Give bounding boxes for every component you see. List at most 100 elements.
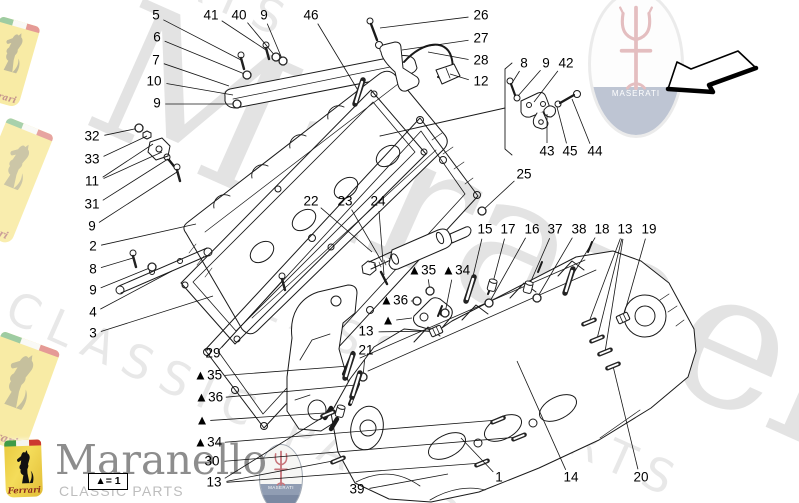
leader-line [622,238,646,319]
leader-line [166,83,234,96]
leader-line [516,360,567,470]
prancing-horse-icon [3,33,23,74]
part-glyph [511,432,527,442]
callout-label: 9 [542,56,550,71]
part-glyph [334,404,346,418]
callout-label: 11 [85,174,99,189]
part-glyph [412,296,422,306]
leader-line [103,135,148,157]
callout-label: 14 [563,470,579,485]
part-glyph [597,347,613,357]
callout-label: 9 [88,219,96,234]
callout-label: 9 [89,283,97,298]
part-glyph [605,361,621,371]
prancing-horse-icon [16,450,33,484]
trident-icon [619,5,653,90]
leader-line [488,237,526,304]
callout-label: 23 [337,194,352,209]
leader-line [556,106,567,144]
part-glyph [486,278,498,292]
callout-label: 46 [303,8,318,23]
callout-label: ▲35 [194,368,222,383]
part-glyph [320,409,336,419]
leader-line [100,295,214,332]
leader-line [221,280,283,348]
leader-line [527,237,551,289]
leader-line [378,210,385,276]
leader-line [100,257,134,268]
part-glyph [440,308,450,318]
leader-line [266,23,284,62]
callout-label: 45 [562,144,577,159]
badge-blue-band: MASERATI [591,86,681,135]
part-glyph [342,351,356,381]
leader-line [511,70,520,84]
callout-label: 4 [89,305,97,320]
callout-label: 32 [84,129,99,144]
maserati-text: MASERATI [268,484,294,490]
part-glyph [463,274,477,304]
leader-line [164,40,248,76]
part-glyph [352,77,366,107]
callout-label: 12 [473,74,488,89]
leader-line [369,473,449,489]
callout-label: 18 [594,222,609,237]
leader-line [401,39,469,51]
callout-label: 6 [153,30,161,45]
leader-line [98,171,178,223]
triangle-legend: ▲= 1 [88,473,128,490]
leader-line [104,127,140,136]
callout-label: 9 [153,96,161,111]
leader-line [536,237,573,299]
leader-line [604,238,624,353]
trident-icon [274,450,288,486]
callout-label: 9 [260,8,268,23]
leader-line [517,69,541,97]
maserati-badge-watermark: MASERATI [588,0,684,138]
oil-pipe [115,247,213,295]
callout-label: 21 [358,343,373,358]
part-glyph [615,311,631,325]
part-glyph [522,280,534,294]
leader-line [226,459,339,482]
part-glyph [349,370,363,400]
leader-line [225,384,357,398]
leader-line [588,238,621,323]
callout-label: 7 [152,53,160,68]
part-glyph [428,324,444,338]
callout-label: 10 [146,74,161,89]
part-glyph [278,56,288,66]
callout-label: 15 [477,222,492,237]
leader-line [226,462,483,483]
callout-label: 33 [84,152,99,167]
part-glyph [474,458,490,468]
callout-label: 42 [558,56,573,71]
cylinder-head [330,241,697,503]
leader-line [221,20,267,51]
callout-label: 24 [370,194,386,209]
callout-label: 40 [231,8,246,23]
callout-label: 38 [571,222,586,237]
callout-label: 2 [89,239,97,254]
callout-label: 27 [473,31,488,46]
part-glyph [484,298,494,308]
part-glyph [532,293,542,303]
ferrari-shield-watermark: Ferrari [0,15,41,109]
callout-label: 29 [205,346,220,361]
leader-line [351,209,383,263]
callout-label: 1 [495,470,503,485]
callout-label: 43 [539,144,554,159]
callout-label: ▲36 [195,390,223,405]
leader-line [224,436,520,462]
leader-line [533,70,559,103]
leader-line [163,19,242,61]
leader-line [571,98,591,144]
leader-line [210,411,341,421]
leader-line [224,419,499,443]
callout-label: 3 [89,326,97,341]
callout-label: ▲34 [194,435,223,450]
prancing-horse-icon [4,355,34,410]
callout-label: 8 [520,56,528,71]
part-glyph [237,51,246,71]
